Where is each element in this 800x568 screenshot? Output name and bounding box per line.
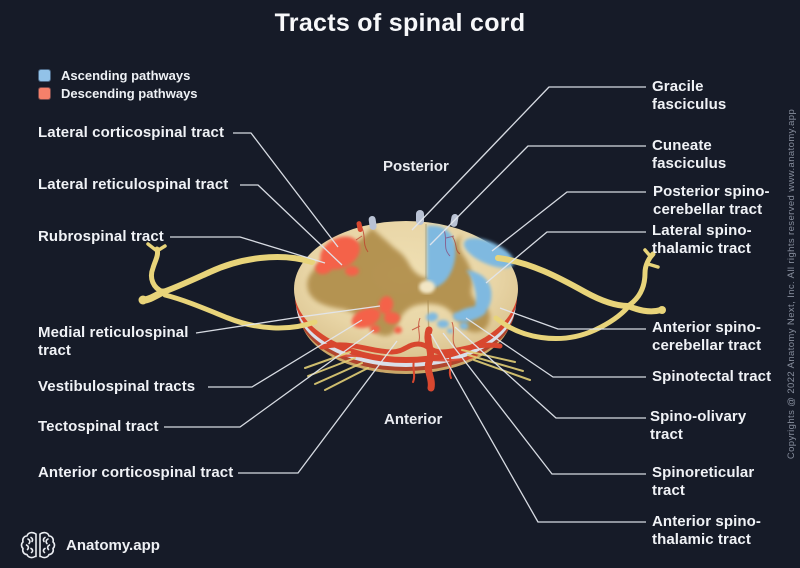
legend-label: Descending pathways (61, 85, 198, 101)
label-gracile-fasciculus: Gracile fasciculus (652, 78, 727, 113)
label-lateral-reticulospinal: Lateral reticulospinal tract (38, 176, 229, 193)
leader-lines (164, 86, 646, 523)
orientation-anterior: Anterior (384, 411, 443, 428)
brain-icon (20, 531, 56, 559)
legend-item-ascending: Ascending pathways (38, 66, 198, 84)
brand-name: Anatomy.app (66, 536, 160, 554)
copyright-text: Copyrights @ 2022 Anatomy Next, Inc. All… (786, 108, 797, 460)
label-vestibulospinal: Vestibulospinal tracts (38, 378, 196, 395)
legend-item-descending: Descending pathways (38, 84, 198, 102)
label-lateral-spinothalamic: Lateral spino-thalamic tract (652, 222, 752, 257)
descending-swatch (38, 86, 51, 100)
orientation-posterior: Posterior (383, 158, 449, 175)
label-cuneate-fasciculus: Cuneate fasciculus (652, 137, 727, 172)
label-anterior-corticospinal: Anterior corticospinal tract (38, 464, 234, 481)
brand-footer: Anatomy.app (20, 530, 160, 560)
label-anterior-spinothalamic: Anterior spino-thalamic tract (652, 513, 761, 548)
label-tectospinal: Tectospinal tract (38, 418, 159, 435)
label-rubrospinal: Rubrospinal tract (38, 228, 164, 245)
label-anterior-spinocerebellar: Anterior spino-cerebellar tract (652, 319, 762, 354)
label-posterior-spinocerebellar: Posterior spino-cerebellar tract (653, 183, 770, 218)
right-nerve-root (493, 248, 666, 342)
central-canal (419, 280, 435, 294)
legend-label: Ascending pathways (61, 67, 191, 83)
page-title: Tracts of spinal cord (274, 9, 526, 37)
left-nerve-root (138, 242, 318, 331)
label-spinotectal: Spinotectal tract (652, 368, 772, 385)
label-spinoreticular: Spinoreticular tract (652, 464, 755, 499)
legend: Ascending pathways Descending pathways (38, 66, 198, 102)
label-lateral-corticospinal: Lateral corticospinal tract (38, 124, 225, 141)
capillaries (355, 227, 461, 349)
descending-tract-regions (315, 236, 402, 334)
ascending-swatch (38, 68, 51, 82)
label-medial-reticulospinal: Medial reticulospinal tract (38, 324, 189, 359)
label-spino-olivary: Spino-olivary tract (650, 408, 747, 443)
